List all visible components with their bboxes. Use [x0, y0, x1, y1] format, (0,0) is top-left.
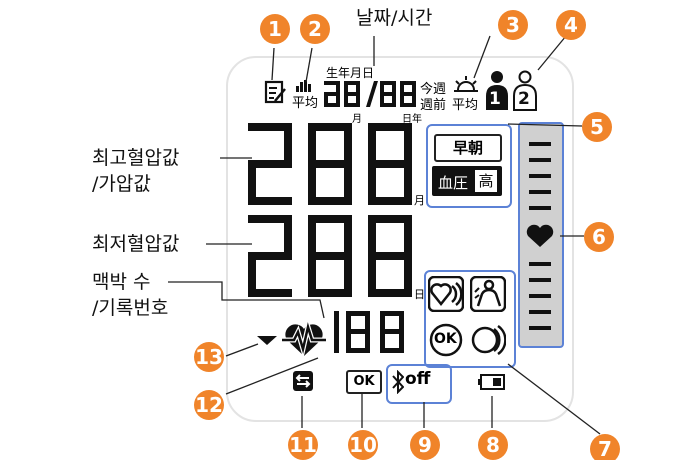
callout-10: 10 — [348, 430, 378, 460]
cuff-loose-icon — [471, 324, 506, 356]
month-small-label: 月 — [352, 114, 362, 125]
day-year-small-label: 日年 — [402, 114, 422, 125]
callout-4: 4 — [556, 10, 586, 40]
label-diastolic: 최저혈압값 — [92, 233, 180, 255]
morning-icon — [454, 76, 478, 92]
high-bp-highlight: 高 — [475, 170, 497, 192]
level-heart-icon — [526, 224, 554, 247]
label-pulse-2: /기록번호 — [92, 297, 169, 319]
cuff-ok-text: OK — [434, 331, 457, 347]
average-label: 平均 — [292, 96, 319, 111]
pulse-display — [334, 311, 404, 353]
user-1-number: 1 — [489, 89, 501, 109]
callout-2: 2 — [300, 14, 330, 44]
irregular-heartbeat-icon — [428, 276, 464, 312]
callout-1: 1 — [260, 14, 290, 44]
battery-icon — [478, 374, 505, 390]
early-morning-label: 早朝 — [434, 134, 502, 162]
callout-12: 12 — [194, 390, 224, 420]
callout-7: 7 — [590, 434, 620, 460]
label-systolic-2: /가압값 — [92, 173, 151, 195]
birth-date-label: 生年月日 — [326, 66, 375, 80]
body-movement-icon — [470, 276, 506, 312]
bluetooth-box — [386, 364, 452, 404]
weeks-ago-label: 週前 — [420, 98, 447, 113]
level-segments — [529, 142, 551, 330]
callout-8: 8 — [478, 430, 508, 460]
high-bp-text: 血圧 — [438, 174, 469, 192]
arrow-indicator-icon — [257, 336, 277, 345]
callout-13: 13 — [194, 342, 224, 372]
user-2-icon — [513, 70, 537, 111]
day-side-label: 日 — [414, 288, 425, 301]
label-systolic-1: 최고혈압값 — [92, 147, 180, 169]
heart-pulse-icon — [282, 322, 326, 358]
cuff-ok-icon — [429, 323, 463, 357]
label-datetime: 날짜/시간 — [356, 7, 433, 29]
ok-indicator: OK — [346, 370, 382, 394]
callout-9: 9 — [410, 430, 440, 460]
lcd-outline — [226, 56, 574, 422]
memo-icon — [264, 80, 286, 104]
user-2-number: 2 — [518, 89, 530, 109]
transfer-icon — [293, 371, 313, 391]
label-pulse-1: 맥박 수 — [92, 271, 151, 293]
status-icons-box — [424, 270, 516, 368]
average-label-right: 平均 — [452, 98, 479, 113]
user-1-icon — [486, 71, 508, 110]
month-side-label: 月 — [414, 194, 425, 207]
bluetooth-off-text: off — [405, 369, 431, 389]
callout-6: 6 — [584, 222, 614, 252]
callout-3: 3 — [498, 10, 528, 40]
morning-hypertension-box — [426, 124, 512, 208]
this-week-label: 今週 — [420, 82, 447, 97]
callout-11: 11 — [288, 430, 318, 460]
average-bars-icon — [296, 80, 311, 92]
diastolic-display — [248, 215, 412, 297]
callout-5: 5 — [582, 112, 612, 142]
systolic-display — [248, 123, 412, 205]
bluetooth-icon — [392, 370, 404, 394]
date-time-display — [324, 81, 416, 107]
